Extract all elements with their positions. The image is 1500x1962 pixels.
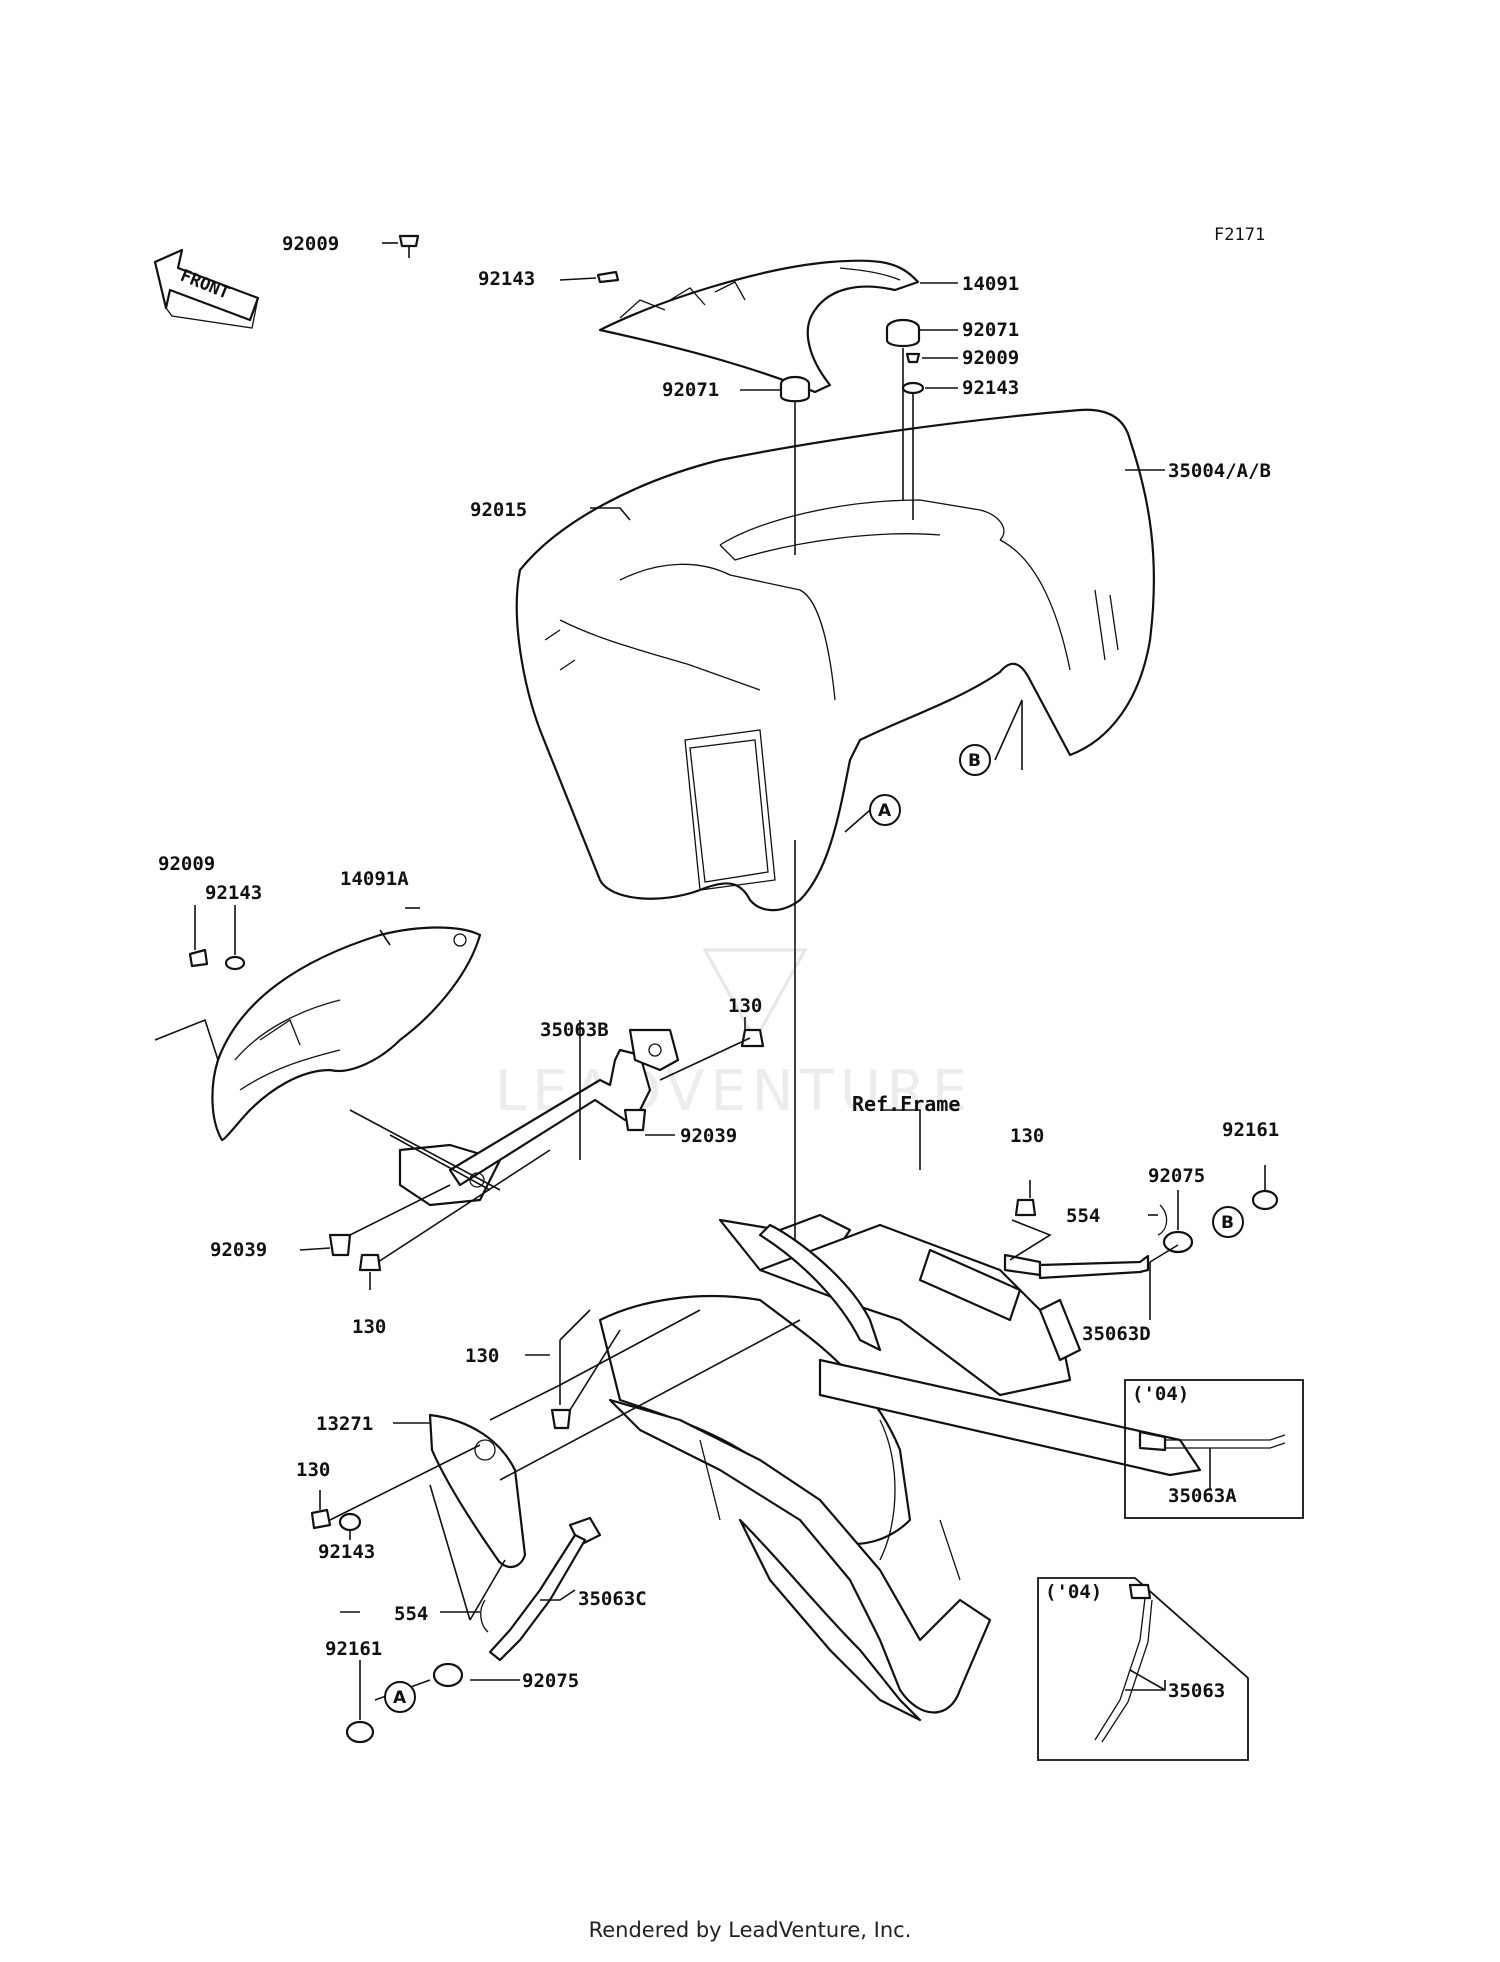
label-14091A: 14091A bbox=[340, 868, 409, 890]
label-130-b: 130 bbox=[352, 1316, 386, 1338]
label-554-left: 554 bbox=[394, 1603, 428, 1625]
part-92009-top-bolt bbox=[398, 234, 420, 258]
part-92009-right-bolt bbox=[905, 352, 921, 364]
part-92143-bottom-left-washer bbox=[338, 1512, 362, 1532]
part-frame bbox=[598, 1213, 1202, 1722]
label-92161-right: 92161 bbox=[1222, 1119, 1279, 1141]
part-14091-cover bbox=[598, 259, 920, 394]
label-92071-left: 92071 bbox=[662, 379, 719, 401]
part-92143-left-washer bbox=[224, 955, 246, 971]
label-130-a: 130 bbox=[728, 995, 762, 1017]
part-130-d-bolt bbox=[550, 1408, 572, 1430]
part-35063C-rod bbox=[488, 1516, 602, 1662]
part-130-a-bolt bbox=[740, 1028, 765, 1048]
part-130-e-bolt bbox=[310, 1508, 332, 1530]
svg-text:A: A bbox=[393, 1688, 407, 1708]
part-35063D-rod bbox=[1003, 1253, 1150, 1280]
label-35063C: 35063C bbox=[578, 1588, 647, 1610]
part-92039-a-clip bbox=[623, 1108, 647, 1132]
label-130-c: 130 bbox=[1010, 1125, 1044, 1147]
callout-b-upper: B bbox=[959, 744, 991, 776]
label-35063: 35063 bbox=[1168, 1680, 1225, 1702]
figure-code: F2171 bbox=[1214, 225, 1265, 245]
part-92143-right-washer bbox=[901, 381, 925, 395]
label-ref-frame: Ref.Frame bbox=[852, 1092, 960, 1116]
part-554-left-pin bbox=[480, 1599, 489, 1633]
label-35063B: 35063B bbox=[540, 1019, 609, 1041]
year-label-box-a: ('04) bbox=[1132, 1383, 1189, 1405]
part-92009-left-bolt bbox=[188, 948, 209, 968]
label-35063D: 35063D bbox=[1082, 1323, 1151, 1345]
part-35063B-bracket bbox=[398, 1028, 680, 1207]
part-92039-b-clip bbox=[328, 1233, 352, 1257]
part-130-b-bolt bbox=[358, 1253, 382, 1272]
part-13271-plate bbox=[428, 1413, 527, 1568]
svg-text:A: A bbox=[878, 801, 892, 821]
part-labels: 92009 92143 14091 92071 92009 92143 9207… bbox=[158, 233, 1279, 1702]
label-92075-right: 92075 bbox=[1148, 1165, 1205, 1187]
footer-credit: Rendered by LeadVenture, Inc. bbox=[588, 1918, 912, 1942]
label-92161-left: 92161 bbox=[325, 1638, 382, 1660]
label-35004: 35004/A/B bbox=[1168, 460, 1271, 482]
label-92071-right: 92071 bbox=[962, 319, 1019, 341]
label-92015: 92015 bbox=[470, 499, 527, 521]
leader-lines bbox=[154, 242, 1266, 1720]
year-box-35063A bbox=[1124, 1379, 1304, 1519]
label-92009-top: 92009 bbox=[282, 233, 339, 255]
label-130-e: 130 bbox=[296, 1459, 330, 1481]
part-92161-left-cap bbox=[345, 1720, 375, 1744]
callout-b-right: B bbox=[1212, 1206, 1244, 1238]
label-554-right: 554 bbox=[1066, 1205, 1100, 1227]
callout-a-upper: A bbox=[869, 794, 901, 826]
part-92143-top-washer bbox=[596, 270, 620, 284]
part-92075-right-bushing bbox=[1162, 1230, 1194, 1254]
part-130-c-bolt bbox=[1014, 1198, 1037, 1217]
part-92071-left-grommet-body bbox=[779, 384, 811, 403]
label-92143-right: 92143 bbox=[962, 377, 1019, 399]
label-35063A: 35063A bbox=[1168, 1485, 1237, 1507]
label-92039-a: 92039 bbox=[680, 1125, 737, 1147]
year-box-35063 bbox=[1037, 1577, 1249, 1761]
label-92009-left: 92009 bbox=[158, 853, 215, 875]
svg-text:B: B bbox=[1221, 1213, 1234, 1233]
label-92143-top: 92143 bbox=[478, 268, 535, 290]
label-130-d: 130 bbox=[465, 1345, 499, 1367]
label-14091: 14091 bbox=[962, 273, 1019, 295]
part-92161-right-cap bbox=[1251, 1189, 1279, 1211]
part-92075-left-bushing bbox=[432, 1662, 464, 1688]
front-arrow-icon: FRONT bbox=[153, 248, 260, 329]
part-92071-right-grommet-body bbox=[885, 328, 921, 348]
label-92143-bottom-left: 92143 bbox=[318, 1541, 375, 1563]
label-92009-right: 92009 bbox=[962, 347, 1019, 369]
label-92039-b: 92039 bbox=[210, 1239, 267, 1261]
part-554-right-pin bbox=[1157, 1204, 1168, 1236]
label-13271: 13271 bbox=[316, 1413, 373, 1435]
year-label-box-b: ('04) bbox=[1045, 1581, 1102, 1603]
label-92075-left: 92075 bbox=[522, 1670, 579, 1692]
svg-text:B: B bbox=[968, 751, 981, 771]
label-92143-left: 92143 bbox=[205, 882, 262, 904]
part-14091A-side-cover bbox=[211, 926, 482, 1142]
callout-a-lower: A bbox=[384, 1681, 416, 1713]
part-35004-fender bbox=[515, 408, 1156, 912]
